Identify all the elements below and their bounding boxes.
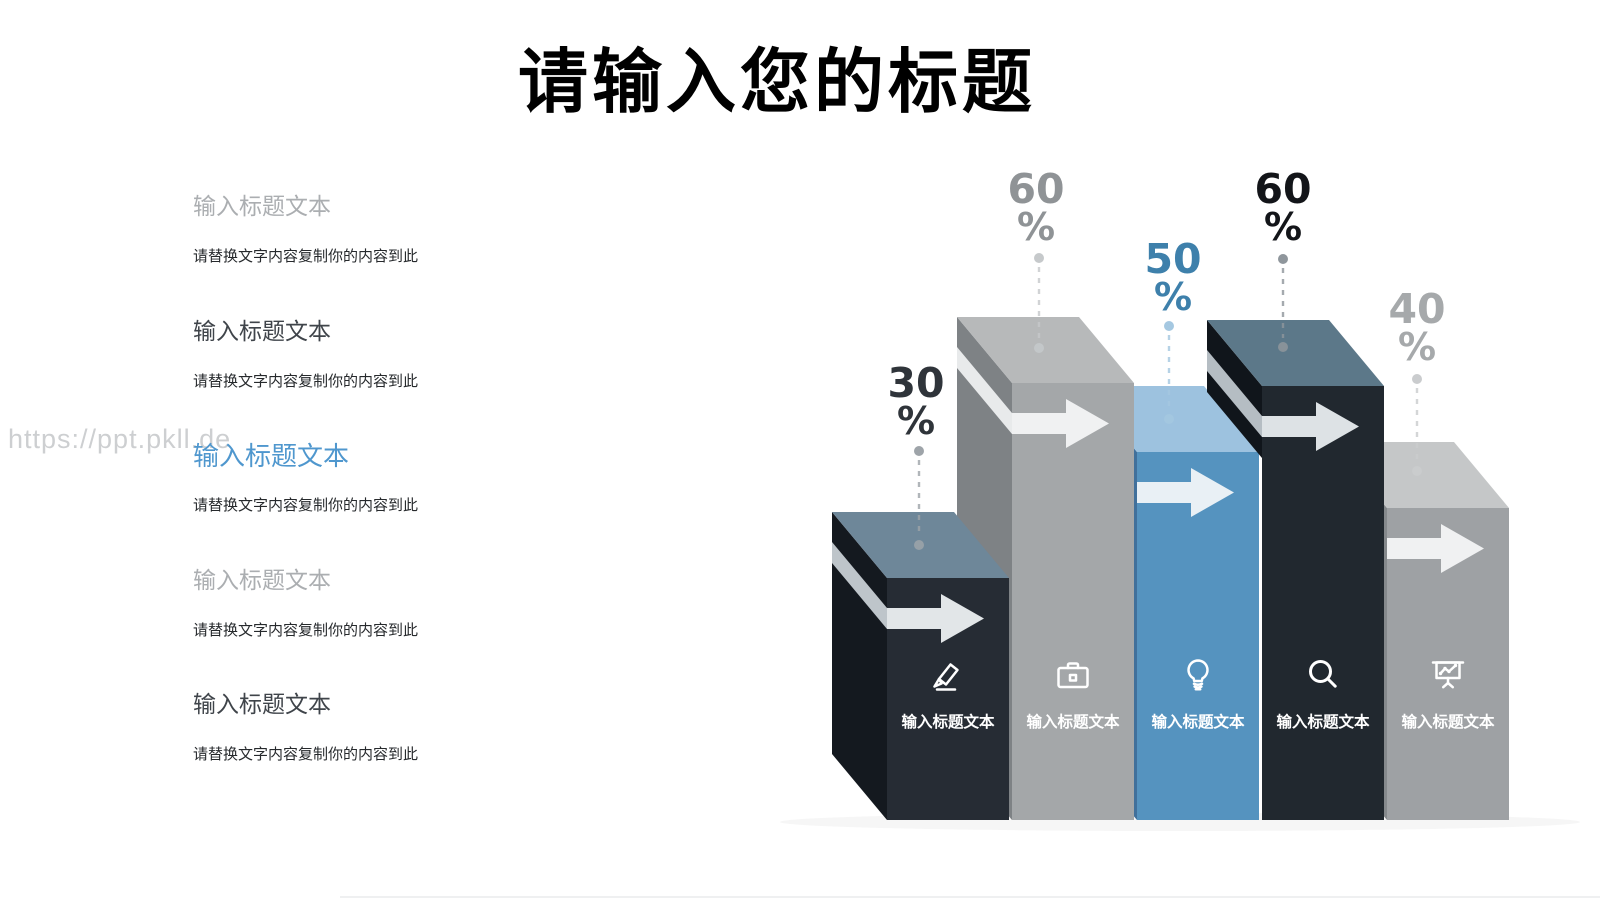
right-arrow-icon bbox=[1066, 399, 1109, 448]
bar-value: 60 bbox=[1007, 165, 1064, 213]
left-item-body: 请替换文字内容复制你的内容到此 bbox=[193, 746, 419, 763]
right-arrow-icon bbox=[941, 594, 984, 643]
left-item-body: 请替换文字内容复制你的内容到此 bbox=[193, 373, 419, 390]
bar-category-label: 输入标题文本 bbox=[1276, 712, 1370, 731]
bar-value: 60 bbox=[1254, 165, 1311, 213]
bar-side-stripe bbox=[1207, 350, 1262, 437]
arrow-band bbox=[1387, 538, 1441, 559]
leader-top-dot bbox=[1412, 374, 1422, 384]
bar-side-face bbox=[832, 512, 887, 820]
leader-bottom-dot bbox=[914, 540, 924, 550]
bar-value-unit: % bbox=[1017, 205, 1055, 249]
bar-value-unit: % bbox=[897, 399, 935, 443]
right-arrow-icon bbox=[1441, 524, 1484, 573]
left-item-heading: 输入标题文本 bbox=[193, 318, 331, 344]
leader-bottom-dot bbox=[1278, 342, 1288, 352]
page-title: 请输入您的标题 bbox=[518, 43, 1036, 121]
marker-icon bbox=[933, 663, 959, 691]
magnifier-icon bbox=[1309, 660, 1337, 688]
arrow-band bbox=[887, 608, 941, 629]
bar-category-label: 输入标题文本 bbox=[1026, 712, 1120, 731]
bar-front-face bbox=[1012, 383, 1134, 820]
bar-category-label: 输入标题文本 bbox=[1151, 712, 1245, 731]
bar-value: 40 bbox=[1388, 285, 1445, 333]
leader-bottom-dot bbox=[1412, 466, 1422, 476]
left-item-body: 请替换文字内容复制你的内容到此 bbox=[193, 622, 419, 639]
bar-top-face bbox=[957, 317, 1134, 383]
watermark: https://ppt.pkll.de bbox=[8, 424, 232, 454]
briefcase-icon bbox=[1057, 662, 1089, 689]
presentation-chart-icon bbox=[1431, 661, 1465, 689]
leader-top-dot bbox=[1278, 254, 1288, 264]
left-item-body: 请替换文字内容复制你的内容到此 bbox=[193, 248, 419, 265]
bar-value-unit: % bbox=[1154, 275, 1192, 319]
leader-bottom-dot bbox=[1034, 343, 1044, 353]
bar-value: 50 bbox=[1144, 235, 1201, 283]
bar-top-face bbox=[1207, 320, 1384, 386]
bar-category-label: 输入标题文本 bbox=[1401, 712, 1495, 731]
lightbulb-icon bbox=[1187, 659, 1209, 691]
leader-top-dot bbox=[914, 446, 924, 456]
bar-front-face bbox=[1137, 452, 1259, 820]
bottom-divider bbox=[340, 896, 1600, 898]
left-item-heading: 输入标题文本 bbox=[193, 567, 331, 593]
left-item-heading: 输入标题文本 bbox=[193, 441, 350, 471]
leader-bottom-dot bbox=[1164, 414, 1174, 424]
arrow-band bbox=[1137, 482, 1191, 503]
left-item-heading: 输入标题文本 bbox=[193, 691, 331, 717]
leader-top-dot bbox=[1034, 253, 1044, 263]
bar-value: 30 bbox=[887, 359, 944, 407]
bar-front-face bbox=[1262, 386, 1384, 820]
bar-side-stripe bbox=[832, 542, 887, 629]
bar-side-stripe bbox=[957, 347, 1012, 434]
right-arrow-icon bbox=[1191, 468, 1234, 517]
bar-category-label: 输入标题文本 bbox=[901, 712, 995, 731]
bar-value-unit: % bbox=[1398, 325, 1436, 369]
bar-value-unit: % bbox=[1264, 205, 1302, 249]
leader-top-dot bbox=[1164, 321, 1174, 331]
arrow-band bbox=[1012, 413, 1066, 434]
right-arrow-icon bbox=[1316, 402, 1359, 451]
left-item-heading: 输入标题文本 bbox=[193, 193, 331, 219]
left-item-body: 请替换文字内容复制你的内容到此 bbox=[193, 497, 419, 514]
arrow-band bbox=[1262, 416, 1316, 437]
